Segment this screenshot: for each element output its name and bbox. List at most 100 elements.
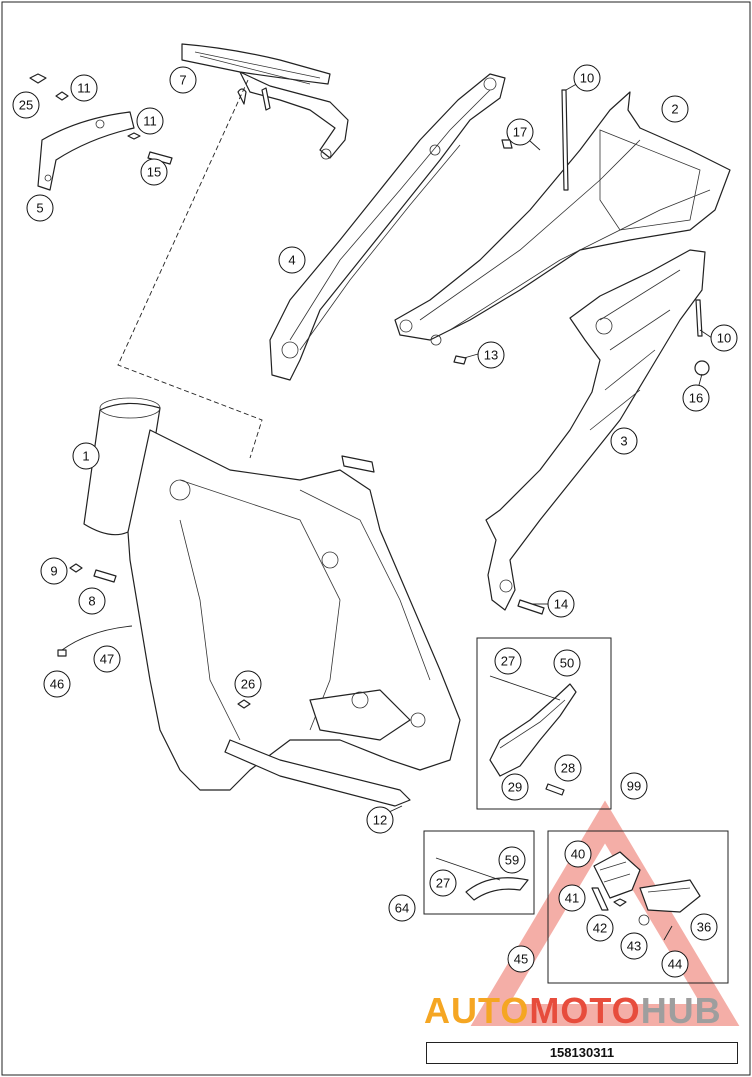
callout-circle [72,442,100,470]
callout-c43: 43 [620,932,648,960]
callout-c59: 59 [498,846,526,874]
callout-circle [547,590,575,618]
callout-circle [70,74,98,102]
callout-label: 16 [689,391,703,406]
callout-circle [690,913,718,941]
callout-label: 44 [668,957,682,972]
callout-c50: 50 [553,649,581,677]
callout-circle [506,118,534,146]
callout-circle [586,914,614,942]
document-number: 158130311 [426,1042,738,1064]
callout-c10b: 10 [710,324,738,352]
fasteners [57,89,703,709]
callout-c47: 47 [93,645,121,673]
callout-label: 46 [50,677,64,692]
callout-circle [710,324,738,352]
part-top-plate [181,43,349,160]
callout-c46: 46 [43,670,71,698]
callout-circle [26,194,54,222]
callout-label: 17 [513,125,527,140]
callout-circle [140,158,168,186]
part-chain-guide [489,675,577,796]
callout-label: 42 [593,921,607,936]
callout-c36: 36 [690,913,718,941]
callout-circle [136,107,164,135]
callout-label: 41 [565,891,579,906]
callout-circle [610,427,638,455]
callout-label: 11 [77,81,91,96]
callout-c3: 3 [610,427,638,455]
callout-circle [12,91,40,119]
callout-c27a: 27 [494,647,522,675]
callout-c13: 13 [477,341,505,369]
callout-label: 40 [571,847,585,862]
callout-circle [553,649,581,677]
callout-circle [429,869,457,897]
callout-circle [501,773,529,801]
callout-circle [554,754,582,782]
watermark-part-2: MOTO [529,990,641,1031]
callout-label: 59 [505,853,519,868]
callout-circle [498,846,526,874]
callout-circle [93,645,121,673]
callout-label: 14 [554,597,568,612]
callout-c41: 41 [558,884,586,912]
callout-label: 45 [514,952,528,967]
callout-label: 13 [484,348,498,363]
callout-label: 3 [620,434,627,449]
callout-label: 29 [508,780,522,795]
callout-c2: 2 [661,95,689,123]
box-guard [423,830,535,915]
callout-circle [507,945,535,973]
callout-c11b: 11 [136,107,164,135]
part-footrests [591,851,701,941]
part-guard [435,857,529,901]
callout-label: 27 [501,654,515,669]
callout-label: 25 [19,98,33,113]
callout-label: 12 [373,813,387,828]
callout-c4: 4 [278,246,306,274]
callout-circle [558,884,586,912]
callout-circle [573,64,601,92]
box-chain-guide [476,637,612,810]
callout-label: 2 [671,102,678,117]
callout-c5: 5 [26,194,54,222]
callout-label: 47 [100,652,114,667]
callout-label: 7 [179,73,186,88]
callout-label: 4 [288,253,295,268]
watermark-part-3: HUB [640,990,722,1031]
callout-c99: 99 [620,772,648,800]
callout-circle [661,95,689,123]
callout-c11a: 11 [70,74,98,102]
callout-circle [477,341,505,369]
callout-c16: 16 [682,384,710,412]
callout-label: 9 [50,564,57,579]
callout-c40: 40 [564,840,592,868]
callout-label: 26 [241,677,255,692]
callout-label: 64 [395,901,409,916]
callout-c27b: 27 [429,869,457,897]
callout-circle [78,587,106,615]
callout-c12: 12 [366,806,394,834]
part-side-rail [269,73,506,381]
callout-circle [43,670,71,698]
part-side-panel [485,249,710,611]
callout-label: 1 [82,449,89,464]
callout-circle [234,670,262,698]
callout-label: 10 [580,71,594,86]
callout-c1: 1 [72,442,100,470]
callout-label: 15 [147,165,161,180]
callout-c64: 64 [388,894,416,922]
callout-circle [388,894,416,922]
callout-c26: 26 [234,670,262,698]
callout-c14: 14 [547,590,575,618]
callout-circle [661,950,689,978]
callout-c10a: 10 [573,64,601,92]
callout-circle [620,772,648,800]
callout-label: 11 [143,114,157,129]
callout-label: 43 [627,939,641,954]
